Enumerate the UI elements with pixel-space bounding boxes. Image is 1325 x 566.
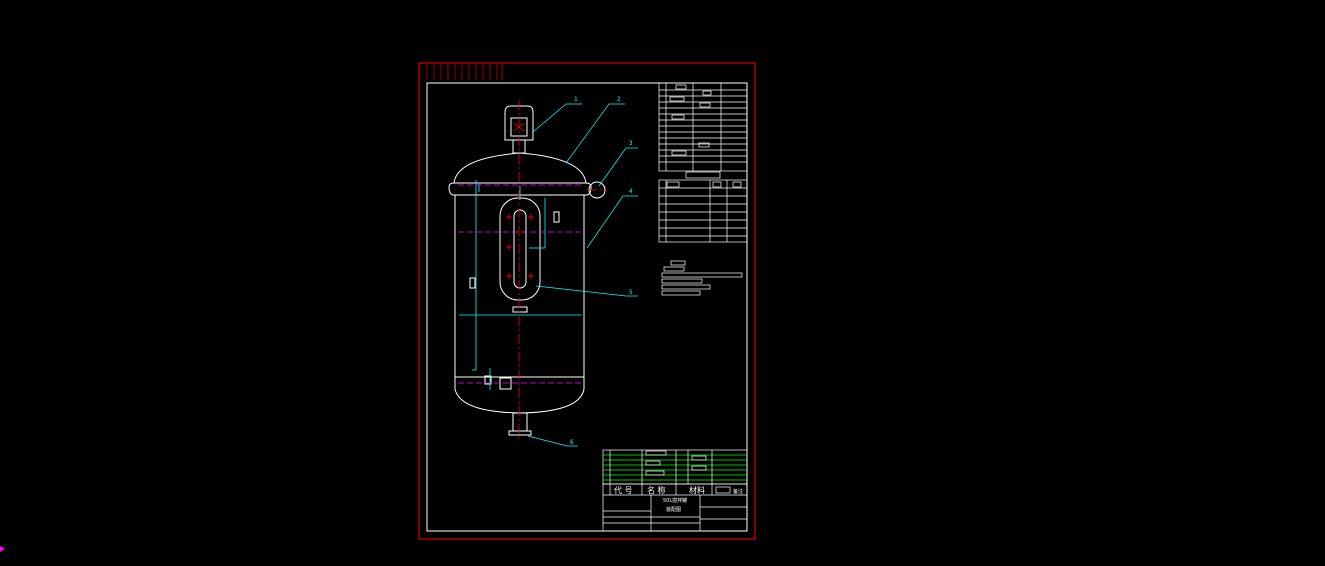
callout-4: 4: [629, 188, 633, 195]
centerlines: [518, 100, 607, 440]
technical-table: [658, 82, 748, 243]
vessel-drawing[interactable]: [448, 105, 606, 436]
tb-title-line1: 50L搅拌罐: [663, 497, 687, 504]
callout-6: 6: [570, 439, 574, 446]
center-marks: [506, 122, 534, 279]
drawing-frame: [426, 82, 748, 532]
parts-list: [602, 449, 748, 485]
sight-glass-inner: [513, 209, 527, 289]
callout-5: 5: [629, 289, 633, 296]
tb-col-code: 代 号: [614, 485, 633, 495]
cyan-lines: [459, 180, 582, 390]
lower-fitting: [499, 377, 512, 390]
nozzle-left: [469, 277, 476, 289]
top-head: [453, 152, 587, 184]
agitator-hub: [512, 306, 528, 313]
sheet-border: [418, 62, 756, 540]
sight-glass-outer: [499, 197, 541, 301]
hidden-lines: [458, 184, 582, 384]
tb-title-line2: 装配图: [666, 506, 681, 513]
cursor-marker: [0, 546, 5, 552]
body-flange: [448, 182, 592, 196]
outlet-flange: [508, 430, 532, 436]
outlet-nozzle: [512, 412, 528, 432]
technical-notes: [661, 260, 743, 296]
leader-lines: [527, 103, 638, 447]
tb-col-name: 名 称: [647, 485, 666, 495]
callout-3: 3: [629, 140, 633, 147]
bottom-head: [454, 377, 585, 414]
title-block: [602, 483, 748, 532]
tb-col-remark: 备注: [733, 488, 743, 495]
revision-strip: [426, 64, 503, 80]
motor-housing: [504, 105, 534, 141]
callout-1: 1: [574, 96, 578, 103]
lower-fitting-small: [484, 375, 492, 385]
callout-2: 2: [617, 96, 621, 103]
tb-col-material: 材料: [689, 485, 705, 495]
nozzle-right: [553, 211, 560, 223]
